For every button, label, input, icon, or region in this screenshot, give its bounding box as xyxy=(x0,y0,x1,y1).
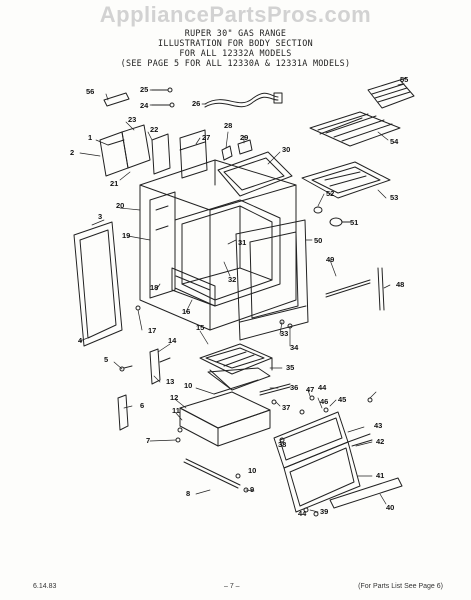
oven-cavity xyxy=(174,199,281,307)
range-body-cabinet xyxy=(139,159,297,331)
part-40-kick-panel xyxy=(329,477,403,509)
part-56-51-knobs xyxy=(313,206,351,227)
part-label-56: 56 xyxy=(86,87,94,96)
part-label-36: 36 xyxy=(290,383,298,392)
header-line-4: (SEE PAGE 5 FOR ALL 12330A & 12331A MODE… xyxy=(120,58,351,68)
part-5-13-14-bracket xyxy=(119,348,171,385)
part-label-44: 44 xyxy=(318,383,327,392)
part-label-4: 4 xyxy=(78,336,83,345)
part-label-55: 55 xyxy=(400,75,408,84)
part-label-5: 5 xyxy=(104,355,108,364)
part-label-7: 7 xyxy=(146,436,150,445)
part-label-52: 52 xyxy=(326,189,334,198)
part-label-1: 1 xyxy=(88,133,92,142)
part-3-4-side-panel xyxy=(73,221,123,347)
part-48-49-rods xyxy=(325,267,385,311)
part-label-47: 47 xyxy=(306,385,314,394)
part-label-45: 45 xyxy=(338,395,346,404)
part-label-35: 35 xyxy=(286,363,294,372)
part-label-33: 33 xyxy=(280,329,288,338)
part-label-22: 22 xyxy=(150,125,158,134)
header-line-2: ILLUSTRATION FOR BODY SECTION xyxy=(158,38,313,48)
part-label-34: 34 xyxy=(290,343,299,352)
part-label-10: 10 xyxy=(248,466,256,475)
part-label-12: 12 xyxy=(170,393,178,402)
part-label-9: 9 xyxy=(250,485,254,494)
header-line-3: FOR ALL 12332A MODELS xyxy=(179,48,292,58)
leader-lines xyxy=(79,83,403,513)
part-label-16: 16 xyxy=(182,307,190,316)
part-label-10: 10 xyxy=(184,381,192,390)
part-54-rack-guide xyxy=(367,77,415,109)
watermark-logo: AppliancePartsPros.com xyxy=(99,2,372,27)
part-1-23-back-panels xyxy=(99,124,151,177)
part-label-39: 39 xyxy=(320,507,328,516)
header-line-1: RUPER 30" GAS RANGE xyxy=(184,28,287,38)
part-label-54: 54 xyxy=(390,137,399,146)
part-label-6: 6 xyxy=(140,401,144,410)
part-53-oven-rack xyxy=(309,111,401,147)
part-label-32: 32 xyxy=(228,275,236,284)
part-label-23: 23 xyxy=(128,115,136,124)
part-15-35-burner-assembly xyxy=(199,343,273,391)
part-label-49: 49 xyxy=(326,255,334,264)
part-label-3: 3 xyxy=(98,212,102,221)
part-label-37: 37 xyxy=(282,403,290,412)
part-12-drawer xyxy=(179,391,271,447)
part-label-48: 48 xyxy=(396,280,404,289)
part-30-top-panel xyxy=(217,151,293,197)
part-label-24: 24 xyxy=(140,101,149,110)
part-label-27: 27 xyxy=(202,133,210,142)
part-22-27-brackets xyxy=(151,129,208,179)
part-label-38: 38 xyxy=(278,440,286,449)
part-26-wire-harness xyxy=(204,92,283,108)
part-6-bracket xyxy=(117,394,129,431)
part-label-30: 30 xyxy=(282,145,290,154)
part-label-28: 28 xyxy=(224,121,232,130)
part-44-46-47-screws xyxy=(299,395,373,415)
footer-date: 6.14.83 xyxy=(33,583,57,590)
part-label-18: 18 xyxy=(150,283,158,292)
part-7-11-screws xyxy=(175,427,183,443)
part-label-44: 44 xyxy=(298,509,307,518)
part-label-43: 43 xyxy=(374,421,382,430)
part-label-26: 26 xyxy=(192,99,200,108)
part-label-2: 2 xyxy=(70,148,74,157)
part-label-40: 40 xyxy=(386,503,394,512)
part-label-51: 51 xyxy=(350,218,358,227)
part-label-41: 41 xyxy=(376,471,384,480)
part-label-42: 42 xyxy=(376,437,384,446)
part-label-21: 21 xyxy=(110,179,118,188)
part-label-46: 46 xyxy=(320,397,328,406)
part-label-8: 8 xyxy=(186,489,190,498)
part-label-11: 11 xyxy=(172,406,180,415)
part-label-15: 15 xyxy=(196,323,204,332)
footer-page-number: – 7 – xyxy=(224,583,240,590)
part-label-53: 53 xyxy=(390,193,398,202)
part-55-strip xyxy=(103,92,130,107)
part-50-front-frame xyxy=(235,219,309,341)
part-52-broiler-pan xyxy=(301,161,391,199)
part-25-24-screws xyxy=(151,87,175,108)
part-label-20: 20 xyxy=(116,201,124,210)
part-label-50: 50 xyxy=(314,236,322,245)
part-41-45-drawer-front xyxy=(273,411,373,513)
part-39-screws xyxy=(303,507,319,517)
part-label-31: 31 xyxy=(238,238,246,247)
part-16-18-lower-frame xyxy=(171,267,216,307)
part-label-14: 14 xyxy=(168,336,177,345)
part-label-19: 19 xyxy=(122,231,130,240)
footer-parts-list-note: (For Parts List See Page 6) xyxy=(358,583,443,590)
part-label-25: 25 xyxy=(140,85,148,94)
part-8-rod xyxy=(183,458,241,489)
part-28-29-clips xyxy=(221,139,253,161)
part-label-17: 17 xyxy=(148,326,156,335)
part-label-13: 13 xyxy=(166,377,174,386)
part-label-29: 29 xyxy=(240,133,248,142)
